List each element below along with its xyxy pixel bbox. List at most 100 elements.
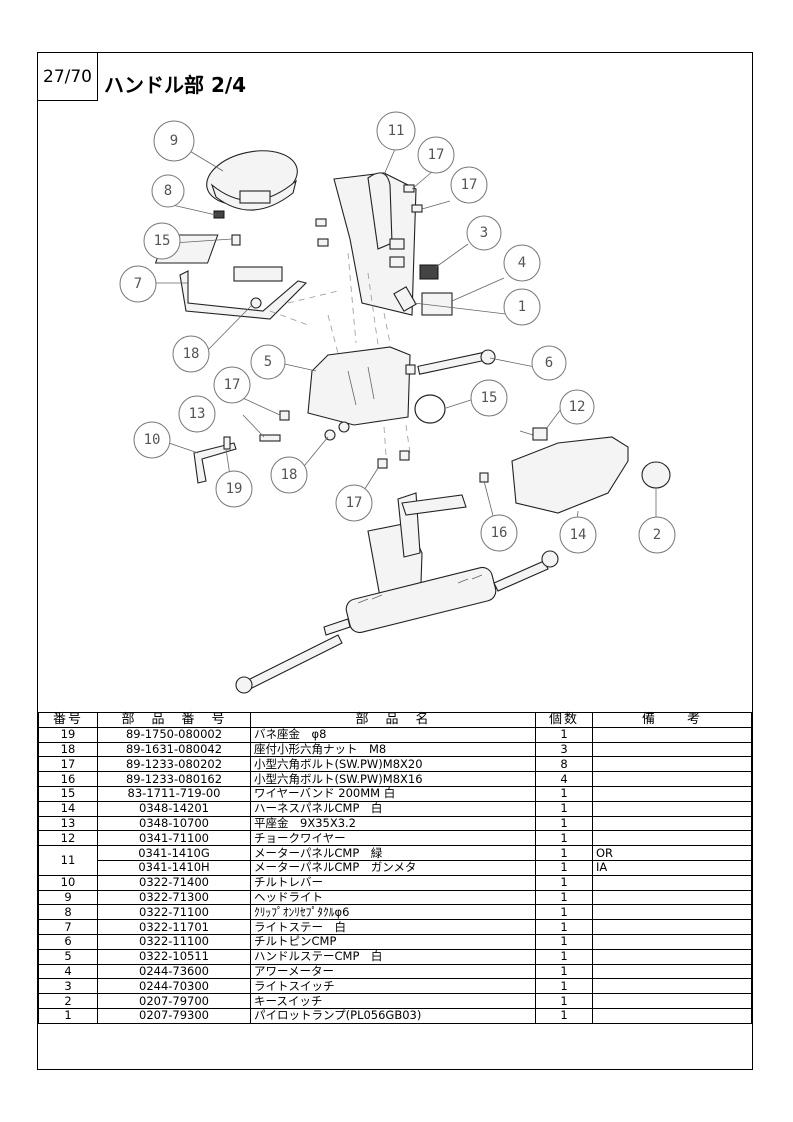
row-part-name: キースイッチ xyxy=(250,993,536,1009)
row-part-number: 0348-14201 xyxy=(97,800,251,817)
row-number: 6 xyxy=(38,933,98,950)
choke-wire-drawing xyxy=(519,427,548,441)
callout-12: 12 xyxy=(559,389,595,425)
row-remarks xyxy=(592,889,752,906)
svg-text:7: 7 xyxy=(134,276,142,292)
row-remarks xyxy=(592,815,752,832)
row-part-number: 0341-1410H xyxy=(97,859,251,876)
row-quantity: 1 xyxy=(535,933,593,950)
svg-text:6: 6 xyxy=(545,355,553,371)
meter-panel-drawing xyxy=(333,172,417,316)
header-row: 番号 部 品 番 号 部 品 名 個数 備 考 xyxy=(38,712,752,728)
row-part-name: 平座金 9X35X3.2 xyxy=(250,815,536,832)
row-remarks xyxy=(592,726,752,743)
tilt-lever-drawing xyxy=(193,442,237,484)
row-quantity: 1 xyxy=(535,1007,593,1024)
wire-band-drawing xyxy=(414,394,446,424)
row-remarks xyxy=(592,904,752,921)
nut-18-drawing xyxy=(250,297,262,309)
row-number: 1 xyxy=(38,1007,98,1024)
row-part-number: 0322-10511 xyxy=(97,948,251,965)
callout-18-upper: 18 xyxy=(172,335,210,373)
row-part-name: ワイヤーバンド 200MM 白 xyxy=(250,785,536,802)
row-part-number: 83-1711-719-00 xyxy=(97,785,251,802)
row-part-number: 0322-11100 xyxy=(97,933,251,950)
row-remarks xyxy=(592,978,752,995)
svg-text:4: 4 xyxy=(518,255,526,271)
svg-text:15: 15 xyxy=(154,233,171,249)
row-quantity: 8 xyxy=(535,756,593,773)
bolt-16-drawing xyxy=(231,234,241,246)
row-number: 15 xyxy=(38,785,98,802)
row-remarks xyxy=(592,919,752,935)
row-part-number: 0341-1410G xyxy=(97,845,251,861)
row-quantity: 1 xyxy=(535,919,593,935)
row-number: 2 xyxy=(38,993,98,1009)
row-part-number: 0244-73600 xyxy=(97,963,251,980)
row-part-number: 89-1750-080002 xyxy=(97,726,251,743)
row-quantity: 1 xyxy=(535,993,593,1009)
row-part-name: 小型六角ボルト(SW.PW)M8X16 xyxy=(250,771,536,787)
row-quantity: 1 xyxy=(535,726,593,743)
header-remarks: 備 考 xyxy=(592,712,752,728)
row-part-name: ハーネスパネルCMP 白 xyxy=(250,800,536,817)
row-number: 16 xyxy=(38,771,98,787)
row-quantity: 1 xyxy=(535,904,593,921)
page-number: 27/70 xyxy=(38,53,98,101)
parts-table-header: 番号 部 品 番 号 部 品 名 個数 備 考 xyxy=(38,712,752,728)
row-quantity: 1 xyxy=(535,830,593,847)
row-remarks xyxy=(592,1007,752,1024)
header-part-name: 部 品 名 xyxy=(250,712,536,728)
row-number: 13 xyxy=(38,815,98,832)
spring-washer-drawing xyxy=(223,436,231,450)
svg-text:11: 11 xyxy=(388,123,405,139)
row-remarks: OR xyxy=(592,845,752,861)
row-number: 3 xyxy=(38,978,98,995)
row-remarks xyxy=(592,756,752,773)
row-part-number: 0348-10700 xyxy=(97,815,251,832)
row-remarks xyxy=(592,963,752,980)
row-part-number: 89-1631-080042 xyxy=(97,741,251,758)
row-number: 9 xyxy=(38,889,98,906)
row-quantity: 1 xyxy=(535,889,593,906)
svg-text:5: 5 xyxy=(264,354,272,370)
row-quantity: 1 xyxy=(535,800,593,817)
svg-text:8: 8 xyxy=(164,183,172,199)
row-part-name: チルトレバー xyxy=(250,874,536,891)
row-part-name: バネ座金 φ8 xyxy=(250,726,536,743)
harness-panel-drawing xyxy=(511,436,629,514)
callout-19: 19 xyxy=(215,470,253,508)
row-part-number: 89-1233-080162 xyxy=(97,771,251,787)
callout-5: 5 xyxy=(250,344,286,380)
row-part-number: 0322-11701 xyxy=(97,919,251,935)
svg-text:12: 12 xyxy=(569,399,586,415)
callout-3: 3 xyxy=(466,215,502,251)
svg-text:9: 9 xyxy=(170,133,178,149)
svg-text:17: 17 xyxy=(346,495,363,511)
row-part-name: メーターパネルCMP 緑 xyxy=(250,845,536,861)
svg-text:13: 13 xyxy=(189,406,206,422)
row-number: 18 xyxy=(38,741,98,758)
row-number: 10 xyxy=(38,874,98,891)
callout-4: 4 xyxy=(503,244,541,282)
callout-9: 9 xyxy=(153,120,195,162)
row-remarks xyxy=(592,800,752,817)
row-quantity: 1 xyxy=(535,978,593,995)
row-remarks xyxy=(592,948,752,965)
handle-stay-drawing xyxy=(307,346,411,426)
washer-13-drawing xyxy=(259,434,281,442)
